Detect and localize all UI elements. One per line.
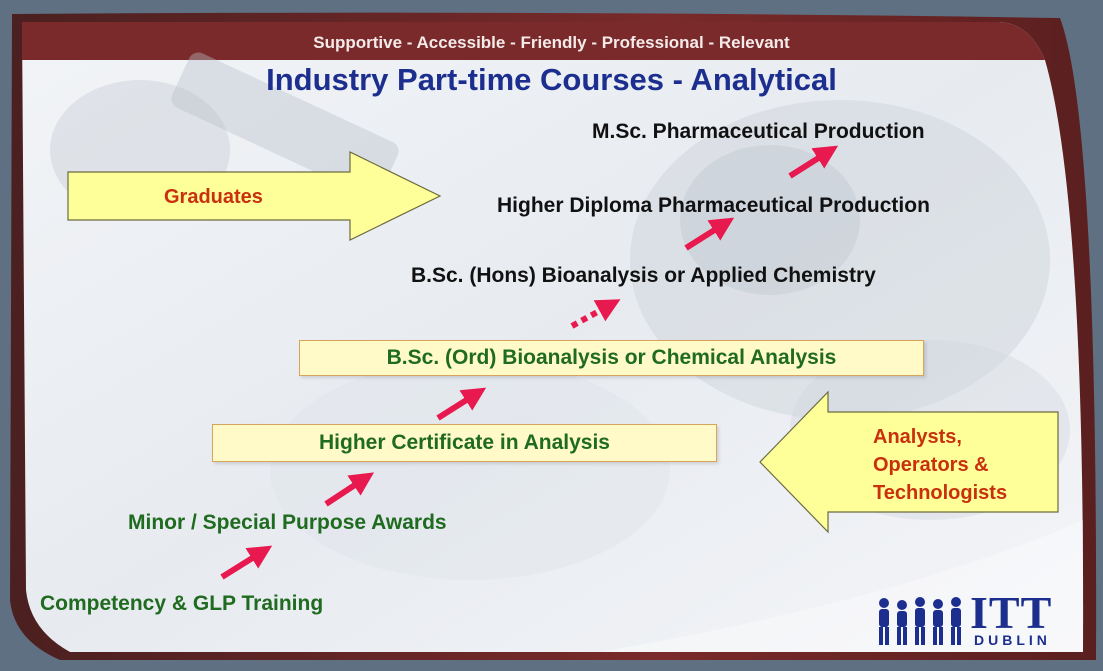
analysts-label: Analysts, Operators & Technologists — [873, 423, 1007, 507]
progression-arrow-diploma — [788, 145, 839, 179]
itt-dublin-logo: ITT DUBLIN — [874, 587, 1074, 652]
analysts-label-line-3: Technologists — [873, 482, 1008, 504]
progression-arrow-minor — [324, 472, 375, 507]
people-figures-icon — [879, 597, 961, 645]
stage-bsc-ord: B.Sc. (Ord) Bioanalysis or Chemical Anal… — [299, 340, 924, 376]
stage-minor-awards: Minor / Special Purpose Awards — [128, 511, 447, 534]
graduates-arrow — [67, 151, 442, 241]
tagline: Supportive - Accessible - Friendly - Pro… — [313, 33, 790, 52]
stage-msc: M.Sc. Pharmaceutical Production — [592, 120, 925, 143]
analysts-arrow — [759, 390, 1059, 534]
analysts-label-line-2: Operators & — [873, 454, 989, 476]
logo-subtext: DUBLIN — [974, 632, 1051, 648]
stage-higher-certificate: Higher Certificate in Analysis — [212, 424, 717, 462]
logo-text: ITT — [970, 587, 1053, 638]
progression-arrow-ord-dashed — [570, 299, 621, 329]
page-title: Industry Part-time Courses - Analytical — [266, 62, 837, 97]
progression-arrow-competency — [220, 545, 273, 580]
progression-arrow-certificate — [436, 387, 487, 421]
analysts-label-line-1: Analysts, — [873, 426, 962, 448]
graduates-label: Graduates — [164, 186, 263, 208]
progression-arrow-hons — [684, 217, 735, 251]
stage-higher-diploma: Higher Diploma Pharmaceutical Production — [497, 194, 930, 217]
stage-bsc-hons: B.Sc. (Hons) Bioanalysis or Applied Chem… — [411, 264, 876, 287]
stage-competency: Competency & GLP Training — [40, 592, 324, 615]
